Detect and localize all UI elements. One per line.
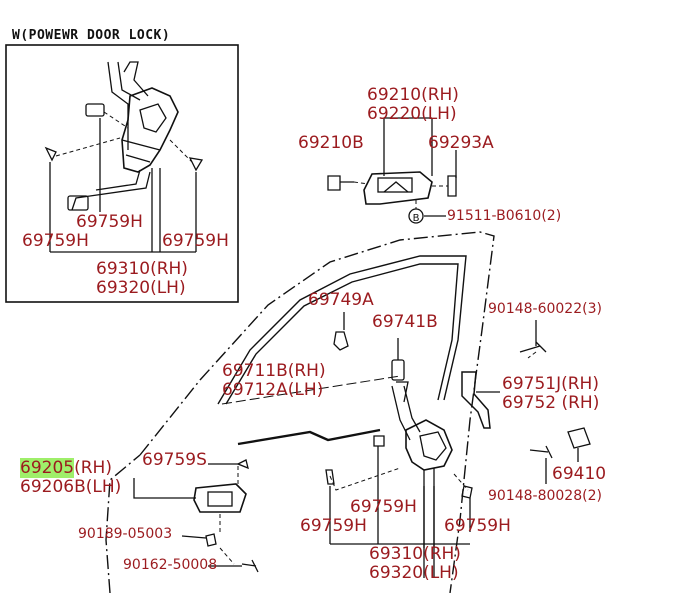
clip-mid-main: [373, 435, 385, 447]
part-69206B-lh[interactable]: 69206B(LH): [20, 477, 122, 497]
main-part-69759H-center[interactable]: 69759H: [350, 497, 417, 517]
inset-part-69759H-left[interactable]: 69759H: [22, 231, 89, 251]
inset-lock-mechanism: [44, 61, 204, 211]
part-69751J-rh[interactable]: 69751J(RH): [502, 374, 599, 394]
main-part-69310-rh[interactable]: 69310(RH): [369, 544, 461, 564]
clip-left-main: [325, 469, 335, 485]
main-part-69759H-right[interactable]: 69759H: [444, 516, 511, 536]
part-69759S[interactable]: 69759S: [142, 450, 207, 470]
striker: [567, 427, 591, 449]
part-69210B[interactable]: 69210B: [298, 133, 364, 153]
inset-part-69310-rh[interactable]: 69310(RH): [96, 259, 188, 279]
main-part-69759H-left[interactable]: 69759H: [300, 516, 367, 536]
part-69410[interactable]: 69410: [552, 464, 607, 484]
inset-part-69759H-center[interactable]: 69759H: [76, 212, 143, 232]
main-part-69320-lh[interactable]: 69320(LH): [369, 563, 459, 583]
inset-clip-right: [188, 157, 204, 172]
glass-stopper: [333, 331, 349, 351]
inset-connector: [67, 195, 89, 211]
door-glass-frame: [217, 255, 467, 405]
clip-90189: [205, 533, 217, 547]
part-69293A[interactable]: 69293A: [428, 133, 494, 153]
part-69210-rh[interactable]: 69210(RH): [367, 85, 459, 105]
door-outline: [105, 231, 495, 593]
inset-part-69320-lh[interactable]: 69320(LH): [96, 278, 186, 298]
run-channel: [461, 371, 491, 429]
part-90148-60022[interactable]: 90148-60022(3): [488, 301, 602, 317]
bolt-b-letter: B: [413, 213, 420, 224]
part-90162-50008[interactable]: 90162-50008: [123, 557, 218, 573]
control-rod: [237, 428, 381, 446]
part-69712A-lh[interactable]: 69712A(LH): [222, 380, 324, 400]
outside-handle: [193, 483, 247, 513]
part-69205-rh[interactable]: 69205(RH): [20, 458, 112, 478]
handle-screw: [327, 175, 354, 191]
part-69711B-rh[interactable]: 69711B(RH): [222, 361, 326, 381]
part-69220-lh[interactable]: 69220(LH): [367, 104, 457, 124]
inset-clip: [85, 103, 105, 117]
part-91511-B0610[interactable]: 91511-B0610(2): [447, 208, 562, 224]
bolt-upper: [519, 341, 547, 353]
bolt-lower: [529, 445, 553, 459]
highlighted-part-number: 69205: [20, 458, 75, 478]
inset-clip-left: [44, 146, 57, 162]
part-69741B[interactable]: 69741B: [372, 312, 438, 332]
inset-frame: [5, 44, 239, 303]
part-90148-80028[interactable]: 90148-80028(2): [488, 488, 602, 504]
part-90189-05003[interactable]: 90189-05003: [78, 526, 173, 542]
part-69205-suffix: (RH): [74, 458, 112, 478]
inset-title: W(POWEWR DOOR LOCK): [12, 28, 171, 43]
part-69749A[interactable]: 69749A: [308, 290, 374, 310]
screw-90162: [241, 559, 259, 573]
part-69752-rh[interactable]: 69752 (RH): [502, 393, 600, 413]
inset-part-69759H-right[interactable]: 69759H: [162, 231, 229, 251]
handle-clip: [447, 175, 457, 197]
